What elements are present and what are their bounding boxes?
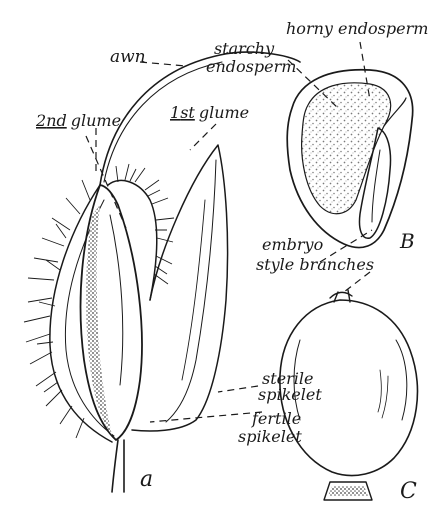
style-branches-leader xyxy=(344,272,370,292)
fertile-leader xyxy=(150,412,262,422)
label-fertile-line2: spikelet xyxy=(238,427,302,446)
sterile-leader xyxy=(218,386,258,392)
label-horny-endosperm: horny endosperm xyxy=(286,19,428,38)
label-starchy-line2: endosperm xyxy=(206,57,296,76)
label-awn: awn xyxy=(110,47,146,67)
label-starchy-line1: starchy xyxy=(214,39,275,58)
label-sterile-line2: spikelet xyxy=(258,385,322,404)
label-figure-b: B xyxy=(399,229,415,253)
awn-leader xyxy=(140,62,186,66)
label-figure-c: C xyxy=(400,479,417,504)
lemma-shading xyxy=(86,205,112,435)
label-fertile-line1: fertile xyxy=(251,409,301,428)
label-figure-a: a xyxy=(140,467,153,492)
pedicel xyxy=(112,440,124,492)
first-glume-leader xyxy=(190,124,216,150)
sterile-spikelet-outline xyxy=(132,145,228,431)
starchy-endosperm-region xyxy=(302,83,391,214)
label-style-branches: style branches xyxy=(256,255,374,274)
label-embryo: embryo xyxy=(262,235,323,254)
figure-b-grain-section xyxy=(287,70,412,248)
